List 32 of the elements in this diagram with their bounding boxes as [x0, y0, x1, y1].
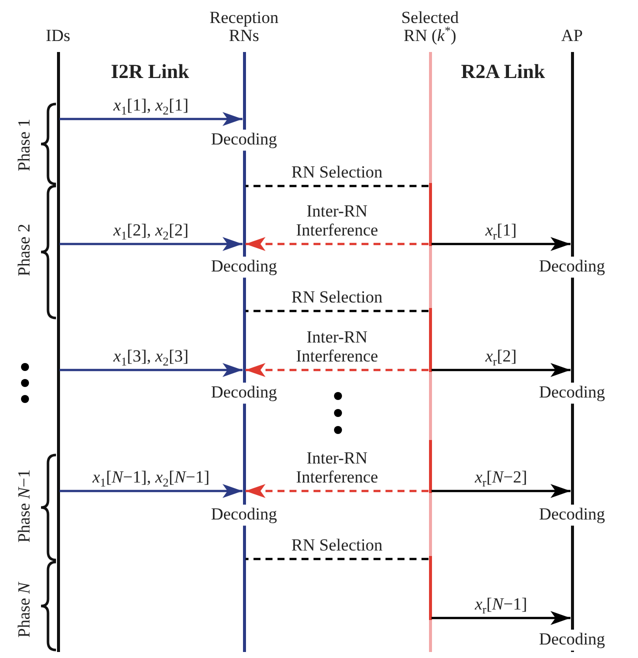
phase-label: Phase N — [16, 582, 34, 638]
phase-label: Phase N−1 — [16, 469, 34, 543]
decoding-label: Decoding — [536, 256, 608, 278]
arrow — [60, 484, 242, 498]
arrow — [432, 484, 570, 498]
arrow — [246, 363, 428, 377]
arrow — [432, 363, 570, 377]
arrow — [60, 363, 242, 377]
decoding-label: Decoding — [208, 256, 280, 278]
link-title: R2A Link — [461, 61, 545, 83]
connector-line — [246, 310, 428, 312]
arrow — [432, 237, 570, 251]
lifeline-header: AP — [561, 27, 583, 46]
arrow — [60, 237, 242, 251]
lifeline-header: Selected RN (k$^{*}$) — [400, 8, 460, 46]
arrow — [246, 237, 428, 251]
decoding-label: Decoding — [536, 504, 608, 526]
decoding-label: Decoding — [208, 130, 280, 150]
lifeline-header: IDs — [46, 27, 70, 46]
arrow — [246, 484, 428, 498]
arrow — [432, 611, 570, 625]
lifeline-header: Reception RNs — [208, 8, 280, 46]
phase-label: Phase 1 — [16, 118, 34, 172]
decoding-label: Decoding — [536, 630, 608, 650]
decoding-label: Decoding — [208, 382, 280, 404]
connector-line — [246, 558, 428, 560]
decoding-label: Decoding — [208, 504, 280, 526]
link-title: I2R Link — [110, 61, 190, 83]
decoding-label: Decoding — [536, 382, 608, 404]
arrow — [60, 112, 242, 126]
phase-label: Phase 2 — [16, 224, 34, 276]
connector-line — [246, 184, 428, 188]
